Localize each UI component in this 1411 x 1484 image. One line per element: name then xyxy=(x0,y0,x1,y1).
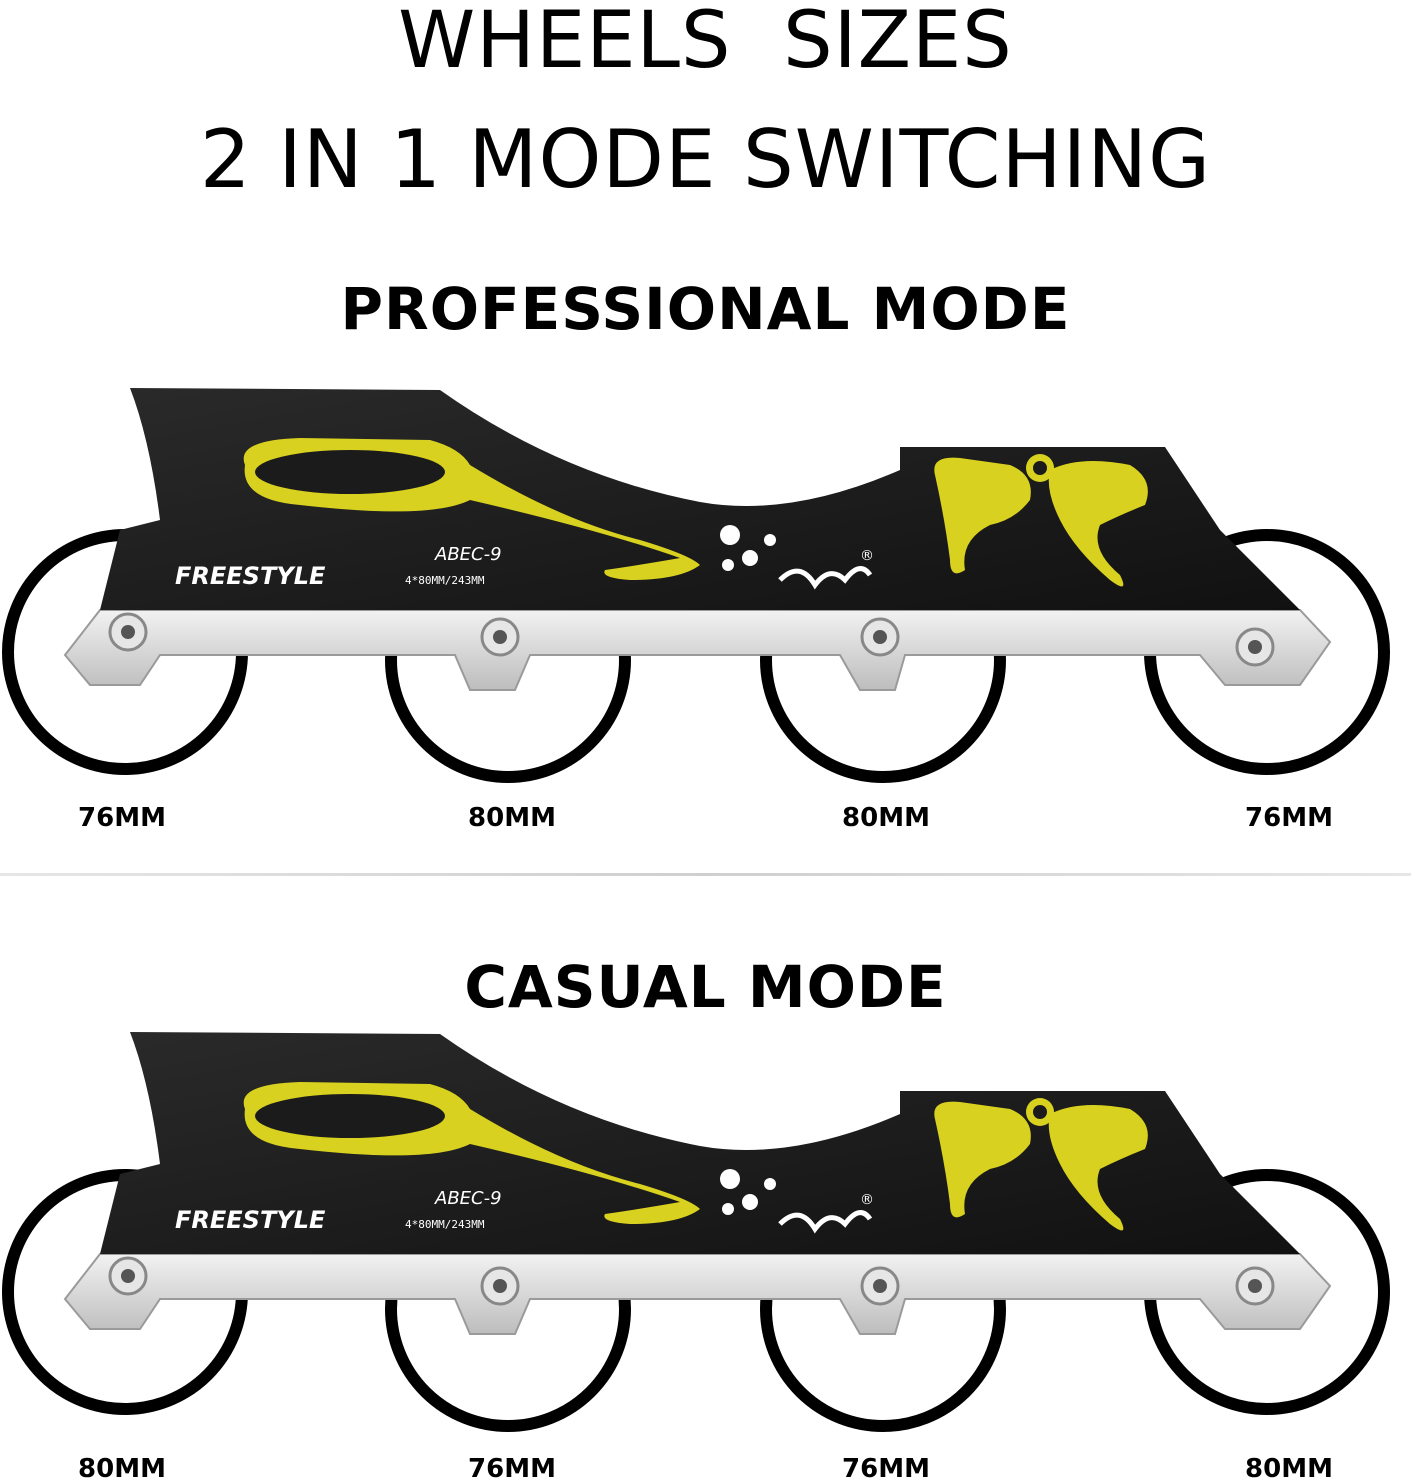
skate-frame-professional: FREESTYLE ABEC-9 4*80MM/243MM ® xyxy=(2,388,1390,783)
page-title-line-1: WHEELS SIZES xyxy=(398,0,1013,86)
registered-mark: ® xyxy=(860,1192,874,1208)
brand-logo-mark xyxy=(720,1169,873,1234)
frame-yellow-butterfly xyxy=(934,1101,1148,1231)
frame-bearing-spec-text: ABEC-9 xyxy=(434,1188,502,1209)
axle-bolt-3 xyxy=(860,1266,900,1306)
mode-heading-professional: PROFESSIONAL MODE xyxy=(340,275,1071,343)
axle-bolt-1 xyxy=(108,612,148,652)
axle-bolt-3 xyxy=(860,617,900,657)
axle-bolt-4 xyxy=(1235,627,1275,667)
wheel-size-label-pro-3: 80MM xyxy=(842,803,930,833)
frame-brand-text: FREESTYLE xyxy=(175,562,326,590)
frame-bearing-spec-text: ABEC-9 xyxy=(434,544,502,565)
frame-yellow-butterfly xyxy=(934,457,1148,587)
frame-silver-base xyxy=(63,609,1332,691)
wheel-size-label-pro-4: 76MM xyxy=(1245,803,1333,833)
wheel-size-label-casual-2: 76MM xyxy=(468,1454,556,1484)
frame-size-spec-text: 4*80MM/243MM xyxy=(405,1218,485,1231)
axle-bolt-1 xyxy=(108,1256,148,1296)
wheel-size-label-casual-4: 80MM xyxy=(1245,1454,1333,1484)
skate-frame-casual: FREESTYLE ABEC-9 4*80MM/243MM ® xyxy=(2,1032,1390,1432)
wheel-size-label-casual-1: 80MM xyxy=(78,1454,166,1484)
frame-size-spec-text: 4*80MM/243MM xyxy=(405,574,485,587)
wheel-size-label-pro-1: 76MM xyxy=(78,803,166,833)
section-divider xyxy=(0,873,1411,876)
axle-bolt-4 xyxy=(1235,1266,1275,1306)
page-title-line-2: 2 IN 1 MODE SWITCHING xyxy=(199,113,1212,206)
frame-brand-text: FREESTYLE xyxy=(175,1206,326,1234)
wheel-size-label-pro-2: 80MM xyxy=(468,803,556,833)
brand-logo-mark xyxy=(720,525,873,590)
registered-mark: ® xyxy=(860,548,874,564)
axle-bolt-2 xyxy=(480,617,520,657)
axle-bolt-2 xyxy=(480,1266,520,1306)
frame-silver-base xyxy=(63,1253,1332,1335)
mode-heading-casual: CASUAL MODE xyxy=(464,953,947,1021)
wheel-size-label-casual-3: 76MM xyxy=(842,1454,930,1484)
